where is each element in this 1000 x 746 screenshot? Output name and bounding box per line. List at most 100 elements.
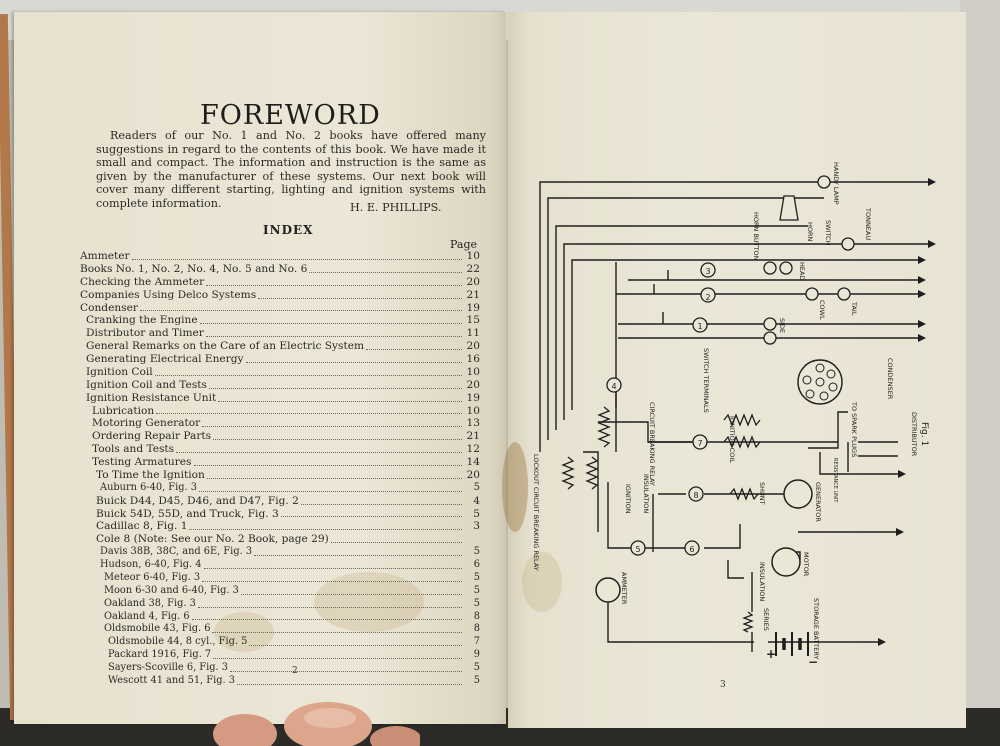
label-battery-plus: + (766, 647, 776, 661)
index-entry-label: Oldsmobile 44, 8 cyl., Fig. 5 (108, 636, 248, 648)
index-list: Ammeter 10 Books No. 1, No. 2, No. 4, No. … (80, 250, 480, 688)
index-entry-label: Distributor and Timer (86, 327, 204, 340)
label-switch-terminals: SWITCH TERMINALS (702, 348, 710, 413)
index-entry-page: 10 (466, 365, 480, 378)
index-entry-page: 14 (466, 456, 480, 468)
terminal-number: 7 (697, 439, 702, 448)
author-signature: H. E. PHILLIPS. (350, 201, 442, 214)
index-leader-dots (212, 632, 462, 634)
index-leader-dots (309, 271, 462, 273)
label-condenser: CONDENSER (886, 358, 894, 400)
index-entry-page: 5 (473, 507, 480, 520)
label-storage-battery: STORAGE BATTERY (812, 598, 820, 659)
label-fig: Fig. 1 (919, 422, 929, 446)
index-entry-label: Hudson, 6-40, Fig. 4 (100, 559, 202, 570)
index-entry-label: Ammeter (80, 250, 130, 262)
index-leader-dots (202, 580, 462, 582)
index-page-column-heading: Page (450, 238, 478, 251)
label-horn-button: HORN BUTTON (752, 212, 760, 261)
terminal-number: 6 (689, 545, 694, 554)
label-series: SERIES (762, 608, 770, 631)
index-leader-dots (140, 310, 462, 312)
index-entry-page: 5 (473, 481, 480, 493)
label-tail: TAIL (850, 301, 858, 316)
index-entry-label: Testing Armatures (92, 456, 192, 468)
index-entry-page: 20 (466, 275, 480, 288)
label-side: SIDE (778, 318, 786, 333)
index-entry-label: Ignition Coil and Tests (86, 378, 207, 391)
label-insulation-lower: INSULATION (758, 562, 766, 601)
index-leader-dots (204, 567, 462, 569)
index-entry-label: Lubrication (92, 404, 155, 417)
index-entry-label: Auburn 6-40, Fig. 3 (100, 481, 197, 493)
ammeter-icon (595, 577, 621, 603)
right-page (502, 12, 966, 728)
index-entry-label: Buick 54D, 55D, and Truck, Fig. 3 (96, 507, 279, 520)
index-entry-label: Packard 1916, Fig. 7 (108, 649, 212, 661)
index-entry: Buick 54D, 55D, and Truck, Fig. 3 5 (80, 508, 480, 521)
index-entry-page: 19 (466, 301, 480, 314)
index-entry-label: Davis 38B, 38C, and 6E, Fig. 3 (100, 546, 253, 558)
index-entry-page: 8 (473, 610, 480, 622)
index-leader-dots (194, 464, 462, 466)
index-entry-page: 5 (473, 584, 480, 596)
page-number-left: 2 (292, 666, 298, 676)
index-entry-label: Cole 8 (Note: See our No. 2 Book, page 2… (96, 533, 329, 546)
label-shunt: SHUNT (758, 482, 766, 505)
index-leader-dots (156, 413, 462, 415)
index-leader-dots (241, 593, 462, 595)
page-number-right: 3 (720, 680, 726, 690)
label-cowl: COWL (818, 300, 826, 320)
label-ignition: IGNITION (624, 484, 632, 514)
background-table (960, 0, 1000, 746)
index-entry-page: 6 (473, 559, 480, 570)
index-entry-label: Tools and Tests (92, 443, 175, 456)
index-entry-label: Oakland 38, Fig. 3 (104, 597, 196, 609)
index-leader-dots (155, 374, 462, 376)
label-tonneau: TONNEAU (864, 207, 872, 240)
horn-icon (779, 195, 799, 221)
terminal-number: 2 (705, 293, 710, 302)
index-entry-page: 20 (466, 468, 480, 481)
index-entry-page: 4 (473, 494, 480, 507)
index-entry-page: 8 (473, 623, 480, 635)
index-entry-label: Companies Using Delco Systems (80, 288, 257, 301)
index-entry-page: 19 (466, 391, 480, 404)
index-entry-label: Motoring Generator (92, 417, 201, 430)
label-to-spark-plugs: TO SPARK PLUGS (850, 401, 858, 457)
index-entry-label: General Remarks on the Care of an Electr… (86, 340, 365, 353)
index-entry: Books No. 1, No. 2, No. 4, No. 5 and No.… (80, 263, 480, 276)
index-heading: INDEX (263, 223, 314, 237)
index-entry-label: Meteor 6-40, Fig. 3 (104, 571, 201, 583)
index-leader-dots (254, 555, 462, 556)
index-leader-dots (281, 516, 462, 518)
label-lockout-circuit-breaking-relay: LOCKOUT CIRCUIT BREAKING RELAY (532, 454, 540, 571)
thumb-photo-artifact (213, 702, 420, 746)
index-entry-label: Cadillac 8, Fig. 1 (96, 520, 188, 533)
index-leader-dots (331, 542, 462, 544)
index-leader-dots (230, 670, 462, 672)
index-entry-label: Condenser (80, 301, 138, 314)
index-entry-page: 20 (466, 340, 480, 353)
coil-windings (561, 406, 761, 633)
index-leader-dots (176, 452, 462, 453)
index-entry-label: Moon 6-30 and 6-40, Fig. 3 (104, 584, 239, 596)
label-motor: MOTOR (802, 552, 810, 577)
terminal-number: 1 (697, 322, 702, 331)
index-entry-label: Oakland 4, Fig. 6 (104, 610, 190, 622)
index-leader-dots (200, 323, 462, 325)
